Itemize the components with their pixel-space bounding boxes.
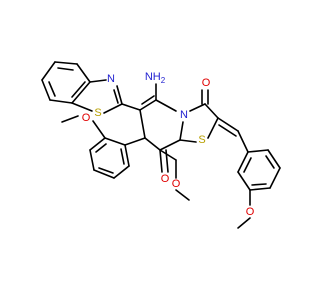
thiazolidinone-ring [179, 103, 219, 143]
atom-s-thiazole: S [198, 134, 205, 146]
atom-o-ketone: O [202, 77, 211, 89]
amine-subscript: 2 [161, 76, 166, 85]
atom-amine: NH2 [145, 71, 166, 85]
atom-s-benzothiazole: S [94, 107, 101, 119]
molecule-canvas: N S NH2 N S O O O O O [41, 61, 281, 229]
benzothiazole-benzene-ring [41, 61, 91, 104]
ketone-bond [201, 89, 209, 105]
left-methoxyphenyl-ring [61, 115, 146, 179]
atom-o-ester-ether: O [172, 178, 181, 190]
atom-o-methoxy-right: O [246, 206, 255, 218]
atom-o-methoxy-left: O [82, 112, 91, 124]
atom-n-ring: N [180, 109, 188, 121]
methyl-ester [159, 149, 190, 201]
amine-label: NH [145, 71, 161, 83]
bond-benzothiazole-link [121, 103, 141, 111]
atom-n-benzothiazole: N [107, 73, 115, 85]
atom-o-ester-carbonyl: O [161, 173, 170, 185]
molecule-structure: N S NH2 N S O O O O O [41, 61, 281, 229]
right-methoxyphenyl-ring [237, 149, 281, 229]
central-pyridine-ring [139, 95, 184, 151]
benzothiazole-thiazole-ring [71, 79, 123, 114]
benzylidene-double-bond [217, 117, 249, 153]
